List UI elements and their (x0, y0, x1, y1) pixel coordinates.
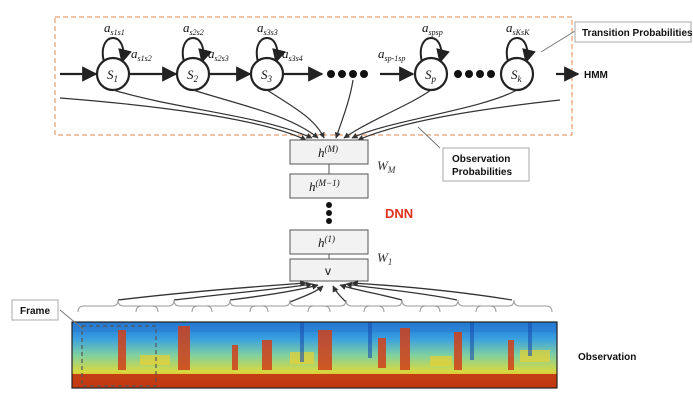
state-ellipsis-1 (327, 70, 368, 78)
dnn-label: DNN (385, 206, 413, 221)
transition-probabilities-callout (574, 21, 692, 43)
frame-label: Frame (20, 306, 50, 317)
transition-probabilities-label: Transition Probabilities (582, 28, 693, 39)
layer-h-first: h(1) (289, 229, 369, 255)
svg-text:as3s4: as3s4 (282, 46, 303, 63)
input-arrows (117, 280, 513, 303)
observation-probabilities-label-1: Observation (452, 154, 510, 165)
state-s3: S3 (249, 56, 285, 92)
spectrogram (72, 322, 557, 388)
svg-text:Sk: Sk (511, 67, 523, 84)
svg-text:as2s3: as2s3 (208, 46, 229, 63)
emission-arrows (59, 79, 561, 141)
svg-text:as2s2: as2s2 (183, 20, 204, 37)
svg-text:as1s2: as1s2 (131, 46, 152, 63)
weight-w1: W1 (377, 250, 392, 267)
hmm-label: HMM (584, 70, 608, 81)
state-s1: S1 (95, 56, 131, 92)
svg-text:S2: S2 (187, 67, 199, 84)
frame-braces (77, 299, 553, 313)
layer-ellipsis (326, 202, 332, 224)
state-ellipsis-2 (454, 70, 495, 78)
observation-label: Observation (578, 352, 636, 363)
svg-text:asKsK: asKsK (506, 20, 530, 37)
svg-text:as1s1: as1s1 (104, 20, 125, 37)
layer-h-second: h(M−1) (289, 173, 369, 199)
svg-text:as3s3: as3s3 (257, 20, 278, 37)
layer-h-top: h(M) (289, 139, 369, 165)
svg-text:v: v (325, 264, 331, 278)
svg-text:aspsp: aspsp (422, 20, 443, 37)
self-loops (101, 37, 536, 64)
state-sp: Sp (413, 56, 449, 92)
svg-text:Sp: Sp (425, 67, 437, 84)
observation-probabilities-label-2: Probabilities (452, 167, 512, 178)
layer-input-v: v (289, 258, 369, 282)
frame-box (81, 325, 157, 387)
svg-text:h(M): h(M) (318, 144, 338, 160)
weight-wm: WM (377, 158, 396, 175)
svg-text:h(M−1): h(M−1) (309, 178, 340, 194)
state-sk: Sk (499, 56, 535, 92)
svg-text:h(1): h(1) (318, 234, 335, 250)
svg-text:S1: S1 (107, 67, 118, 84)
frame-callout (11, 299, 59, 321)
next-transition-labels: as1s2 as2s3 as3s4 asp-1sp (131, 46, 405, 63)
svg-text:asp-1sp: asp-1sp (378, 46, 405, 63)
svg-text:S3: S3 (261, 67, 273, 84)
observation-probabilities-callout (442, 147, 530, 182)
self-transition-labels: as1s1 as2s2 as3s3 aspsp asKsK (104, 20, 530, 37)
state-s2: S2 (175, 56, 211, 92)
